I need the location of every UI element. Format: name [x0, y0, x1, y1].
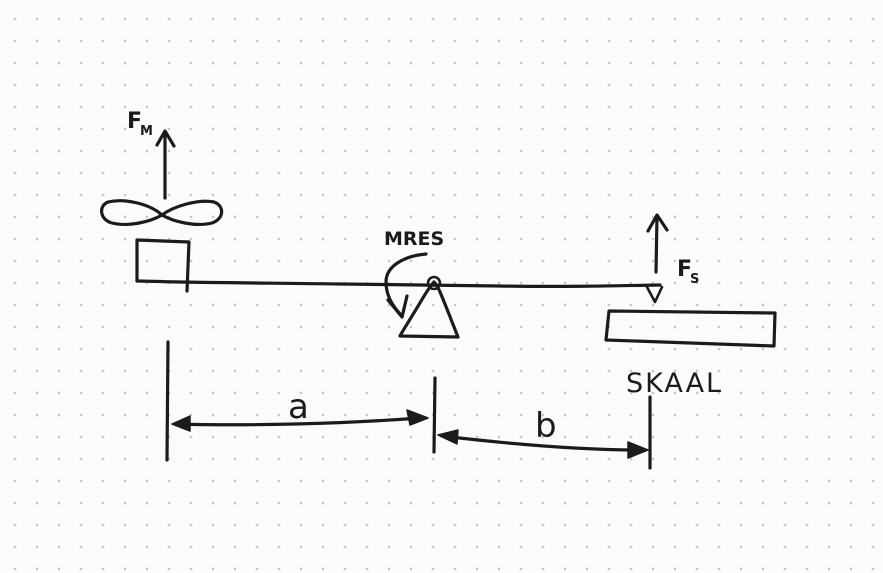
motor-force-subscript: M [140, 124, 153, 139]
motor-force-label: F [127, 109, 142, 134]
beam-tip [645, 285, 664, 304]
dimension-b-arrow [437, 429, 649, 459]
dimension-a-arrow [171, 409, 429, 432]
lever-beam [135, 279, 662, 289]
scale-label: SKAAL [626, 368, 723, 399]
scale-force-label: F [677, 257, 692, 282]
dim-line-center [432, 376, 437, 454]
scale-force-subscript: S [690, 272, 699, 287]
dim-line-left [165, 340, 170, 462]
moment-label: MRES [384, 228, 444, 250]
propeller [100, 199, 224, 227]
motor-force-arrow [155, 129, 176, 200]
motor-box [135, 238, 191, 293]
dimension-a-label: a [288, 387, 309, 427]
fulcrum [398, 275, 460, 339]
scale-force-arrow [646, 213, 669, 274]
dimension-b-label: b [535, 406, 557, 446]
scale-platform [604, 309, 777, 348]
moment-arrow [384, 252, 428, 319]
